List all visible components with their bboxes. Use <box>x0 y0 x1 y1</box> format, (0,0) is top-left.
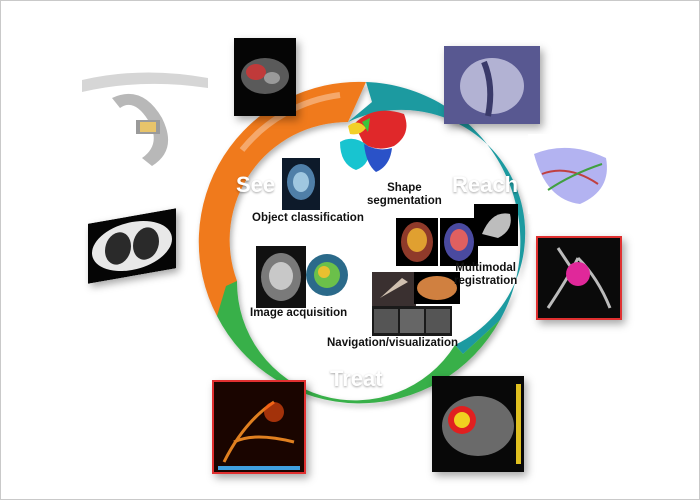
nav-slices-inner <box>372 306 452 336</box>
task-object-classification: Object classification <box>252 212 364 224</box>
stage-treat-label: Treat <box>330 366 383 391</box>
abdomen-heatmap-thumbnail <box>432 376 524 472</box>
ct-scan-thumbnail <box>234 38 296 116</box>
reach-segment <box>348 82 526 354</box>
surgery-view-inner <box>372 272 416 306</box>
task-navigation-visualization: Navigation/visualization <box>327 337 458 349</box>
head-mri-inner <box>396 218 438 266</box>
chest-xray-thumbnail <box>444 46 540 124</box>
see-segment <box>198 81 366 316</box>
task-shape-segmentation: Shape segmentation <box>367 182 442 207</box>
stage-see-label: See <box>236 172 276 197</box>
surface-render-inner <box>414 272 460 304</box>
fluoroscopy-thumbnail <box>212 380 306 474</box>
head-pet-inner <box>440 218 478 266</box>
vascular-render-thumbnail <box>536 236 622 320</box>
task-multimodal-registration: Multimodal registration <box>454 262 518 287</box>
liver-render-inner <box>304 252 350 298</box>
segmentation-3d-inner <box>334 104 412 184</box>
vessel-tree-3d-thumbnail <box>528 134 616 214</box>
bone-render-inner <box>474 204 518 246</box>
heart-ct-inner <box>256 246 306 308</box>
task-image-acquisition: Image acquisition <box>250 307 348 319</box>
stage-reach-label: Reach <box>452 172 519 197</box>
lung-ct-thumbnail <box>88 208 176 284</box>
mri-slice-inner <box>282 158 320 210</box>
c-arm-scanner-image <box>82 58 210 178</box>
